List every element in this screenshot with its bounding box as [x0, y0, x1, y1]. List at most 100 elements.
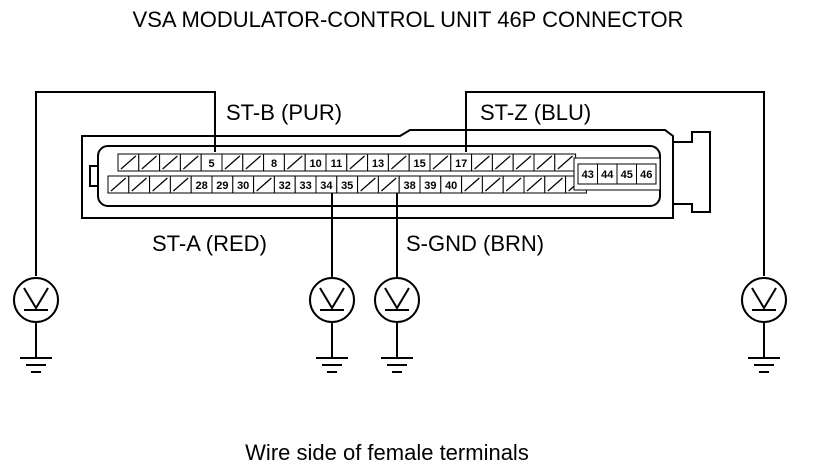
connector-outer-shell: [81, 129, 674, 219]
pin-bottom-label: 32: [279, 180, 291, 192]
pin-bottom-label: 39: [424, 180, 436, 192]
pin-bottom-cell: 33: [294, 175, 317, 194]
pin-bottom-cell: 40: [440, 175, 463, 194]
wire-label-st-z: ST-Z (BLU): [480, 100, 591, 125]
pin-bottom-cell: [502, 175, 525, 194]
pin-bottom-cell: 38: [398, 175, 421, 194]
unused-pin-slash: [391, 155, 407, 170]
unused-pin-slash: [360, 177, 376, 192]
pin-top-cell: [117, 153, 140, 172]
wire-st-z: [465, 91, 765, 276]
pin-top-cell: [512, 153, 535, 172]
unused-pin-slash: [526, 177, 543, 192]
unused-pin-slash: [120, 155, 137, 170]
unused-pin-slash: [141, 155, 157, 170]
pin-bottom-label: 38: [403, 180, 415, 192]
pin-top-cell: [179, 153, 202, 172]
pin-top-cell: [221, 153, 244, 172]
pin-bottom-cell: [253, 175, 275, 194]
pin-right-cell: 45: [616, 163, 637, 185]
ground-symbol-icon: [316, 322, 348, 373]
unused-pin-slash: [495, 155, 511, 170]
unused-pin-slash: [162, 155, 178, 170]
unused-pin-slash: [381, 177, 397, 192]
pin-top-cell: 10: [304, 153, 327, 172]
unused-pin-slash: [547, 177, 563, 192]
wire-st-b: [35, 91, 216, 276]
pin-bottom-label: 33: [299, 180, 311, 192]
unused-pin-slash: [464, 177, 480, 192]
pin-top-label: 8: [271, 158, 277, 170]
pin-bottom-cell: [169, 175, 192, 194]
pin-bottom-label: 35: [341, 180, 353, 192]
pin-top-cell: 8: [263, 153, 285, 172]
pin-right-cell: 44: [597, 163, 618, 185]
voltmeter-icon: [741, 277, 787, 323]
pin-right-label: 46: [640, 169, 652, 181]
pin-bottom-label: 30: [237, 180, 249, 192]
wire-label-st-b: ST-B (PUR): [226, 100, 342, 125]
unused-pin-slash: [432, 155, 449, 170]
unused-pin-slash: [245, 155, 261, 170]
pin-bottom-cell: [128, 175, 151, 194]
pin-bottom-cell: [107, 175, 130, 194]
pin-top-label: 11: [331, 158, 343, 170]
pin-top-cell: [491, 153, 514, 172]
wire-label-st-a: ST-A (RED): [152, 231, 267, 256]
pin-bottom-cell: 39: [419, 175, 442, 194]
unused-pin-slash: [183, 155, 199, 170]
pin-bottom-label: 28: [195, 180, 207, 192]
pin-bottom-cell: [149, 175, 171, 194]
pin-bottom-cell: [461, 175, 483, 194]
pin-right-label: 45: [621, 169, 633, 181]
pin-top-cell: [346, 153, 369, 172]
pin-bottom-cell: [377, 175, 400, 194]
pin-top-cell: [554, 153, 577, 172]
pin-bottom-cell: [523, 175, 546, 194]
voltmeter-icon: [374, 277, 420, 323]
unused-pin-slash: [536, 155, 553, 170]
pin-top-label: 13: [372, 158, 384, 170]
voltmeter-icon: [309, 277, 355, 323]
unused-pin-slash: [505, 177, 522, 192]
pin-bottom-cell: 34: [315, 175, 338, 194]
unused-pin-slash: [485, 177, 501, 192]
pin-bottom-label: 29: [216, 180, 228, 192]
unused-pin-slash: [224, 155, 241, 170]
pin-top-cell: [242, 153, 265, 172]
ground-symbol-icon: [748, 322, 780, 373]
wire-label-s-gnd: S-GND (BRN): [406, 231, 544, 256]
pin-top-cell: 13: [367, 153, 389, 172]
pin-right-label: 43: [582, 169, 594, 181]
ground-symbol-icon: [20, 322, 52, 373]
unused-pin-slash: [287, 155, 303, 170]
pin-right-label: 44: [601, 169, 614, 181]
pin-bottom-cell: 29: [211, 175, 234, 194]
pin-bottom-cell: 35: [336, 175, 359, 194]
pin-top-cell: 17: [450, 153, 473, 172]
pin-top-cell: [533, 153, 556, 172]
unused-pin-slash: [515, 155, 532, 170]
pin-top-cell: [387, 153, 410, 172]
pin-right-cell: 46: [636, 163, 657, 185]
diagram-title: VSA MODULATOR-CONTROL UNIT 46P CONNECTOR: [133, 7, 684, 32]
pin-bottom-cell: 28: [190, 175, 213, 194]
pin-bottom-cell: 32: [273, 175, 296, 194]
connector-left-key: [89, 165, 98, 187]
unused-pin-slash: [474, 155, 490, 170]
pin-top-label: 15: [413, 158, 425, 170]
pin-block-right: 43 44 45 46: [573, 157, 661, 191]
pin-bottom-cell: [544, 175, 567, 194]
unused-pin-slash: [349, 155, 365, 170]
unused-pin-slash: [131, 177, 147, 192]
unused-pin-slash: [557, 155, 573, 170]
pin-top-cell: [429, 153, 452, 172]
pin-top-cell: [283, 153, 306, 172]
pin-top-cell: [159, 153, 181, 172]
connector-latch-tab: [673, 131, 711, 213]
pin-bottom-cell: 30: [232, 175, 255, 194]
unused-pin-slash: [152, 177, 168, 192]
unused-pin-slash: [173, 177, 189, 192]
